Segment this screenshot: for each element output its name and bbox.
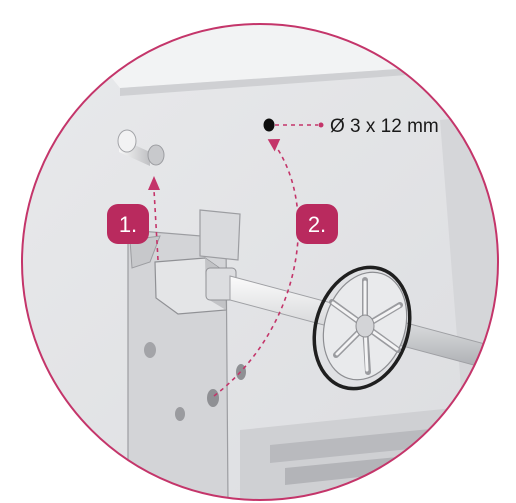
arrow-head-icon [267,139,281,152]
step1-arrow [153,189,159,261]
screw-hole [263,118,275,132]
rod-end-cap [312,265,412,391]
step2-arrow [213,144,300,397]
step1-label: 1. [119,212,137,237]
step1-badge: 1. [107,204,149,244]
detail-circle [21,23,499,501]
step2-label: 2. [308,212,326,237]
step2-badge: 2. [296,204,338,244]
leader-dot [318,122,324,128]
bracket-hole [175,407,185,421]
wall-peg [117,129,165,166]
arrow-head-icon [148,176,160,190]
screw-dimension-label: Ø 3 x 12 mm [330,116,439,137]
wall-top-edge [40,24,498,88]
bracket-hole [207,389,219,407]
